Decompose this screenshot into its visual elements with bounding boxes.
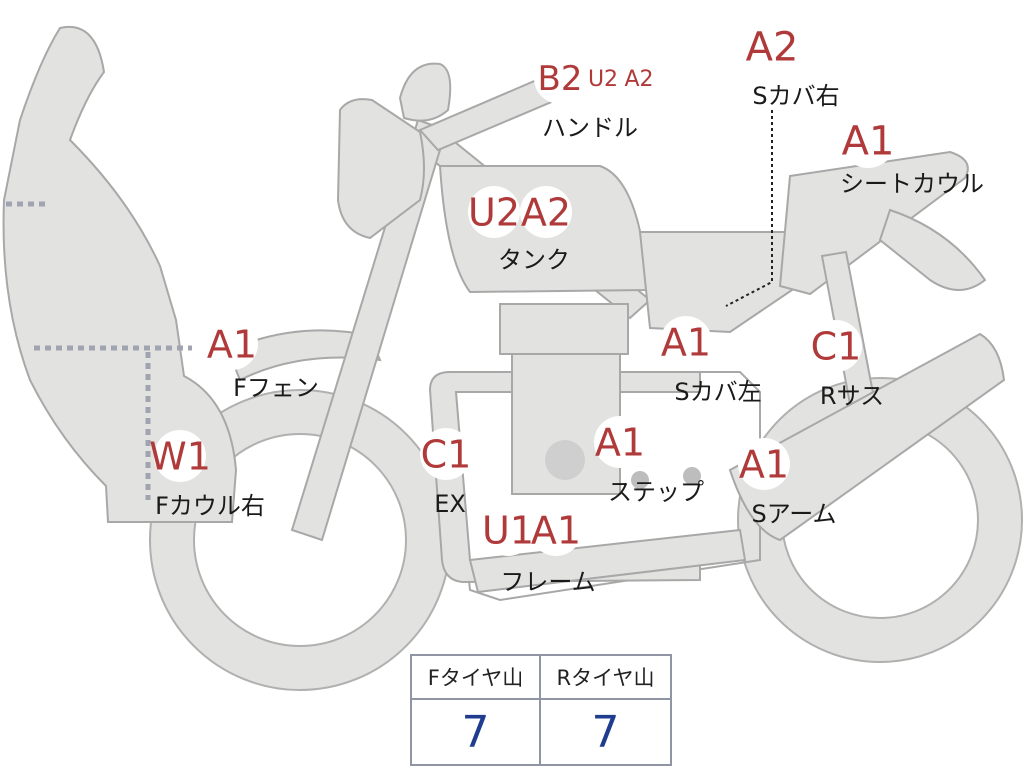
- handle-label: ハンドル: [542, 114, 638, 142]
- rear-tyre-header: Rタイヤ山: [541, 656, 670, 700]
- tank-grade-badge: [520, 186, 572, 238]
- seat-cowl-label: シートカウル: [840, 170, 984, 198]
- handle-grade-badge: [623, 62, 655, 94]
- exhaust-grade-badge: [420, 428, 472, 480]
- seat-cover-right-leader: [725, 110, 773, 307]
- swing-arm-label: Sアーム: [751, 500, 836, 528]
- headlight-shape: [336, 98, 425, 240]
- frame-grade: U1: [482, 509, 534, 553]
- handle-grade: A2: [624, 67, 653, 92]
- tank-label: タンク: [498, 246, 570, 274]
- swing-arm-grade: A1: [739, 443, 789, 487]
- front-fender-grade-badge: [206, 318, 258, 370]
- tank-grade: U2: [468, 191, 520, 235]
- exhaust-grade: C1: [421, 433, 472, 477]
- frame-label: フレーム: [500, 568, 595, 596]
- seat-cover-right-grade-badge: [744, 18, 800, 74]
- handle-grade-badge: [587, 62, 619, 94]
- seat-cover-left-grade-badge: [660, 316, 712, 368]
- step-label: ステップ: [608, 478, 704, 506]
- frame-grade-badge: [530, 504, 582, 556]
- front-fender-label: Fフェン: [233, 374, 319, 402]
- frame-grade-badge: [482, 504, 534, 556]
- seat-cowl-grade-badge: [840, 112, 896, 168]
- front-fender-grade: A1: [207, 323, 257, 367]
- frame-grade: A1: [531, 509, 581, 553]
- rear-suspension-grade-badge: [810, 320, 862, 372]
- front-fender-shape: [226, 329, 382, 382]
- seat-cover-shape: [638, 231, 802, 334]
- seat-cover-left-grade: A1: [661, 321, 711, 365]
- rear-suspension-label: Rサス: [820, 382, 884, 410]
- rear-tyre-value: 7: [591, 706, 620, 758]
- front-cowl-right-grade: W1: [149, 435, 211, 479]
- step-grade: A1: [595, 421, 645, 465]
- swing-arm-grade-badge: [738, 438, 790, 490]
- front-cowl-right-label: Fカウル右: [155, 492, 265, 520]
- exhaust-label: EX: [434, 490, 466, 518]
- front-tyre-value: 7: [412, 700, 541, 764]
- rear-suspension-grade: C1: [811, 325, 862, 369]
- engine-shape: [499, 303, 701, 495]
- step-grade-badge: [594, 416, 646, 468]
- mirror-shape: [398, 62, 452, 122]
- front-tyre-header: Fタイヤ山: [412, 656, 541, 700]
- seat-cowl-grade: A1: [842, 118, 895, 164]
- handle-grade: U2: [588, 67, 618, 92]
- seat-cover-right-grade: A2: [746, 24, 799, 70]
- front-cowl-shape: [2, 25, 238, 523]
- seat-cover-left-label: Sカバ左: [674, 378, 761, 406]
- tank-grade: A2: [521, 191, 571, 235]
- handle-grade: B2: [538, 59, 583, 99]
- seat-cover-right-label: Sカバ右: [752, 82, 839, 110]
- front-cowl-right-grade-badge: [154, 430, 206, 482]
- handle-grade-badge: [534, 52, 586, 104]
- exhaust-shape: [468, 528, 747, 594]
- tail-shape: [878, 208, 987, 291]
- tyre-tread-table: Fタイヤ山 Rタイヤ山 7 7: [410, 654, 672, 766]
- swing-arm-shape: [728, 332, 1006, 542]
- tank-grade-badge: [468, 186, 520, 238]
